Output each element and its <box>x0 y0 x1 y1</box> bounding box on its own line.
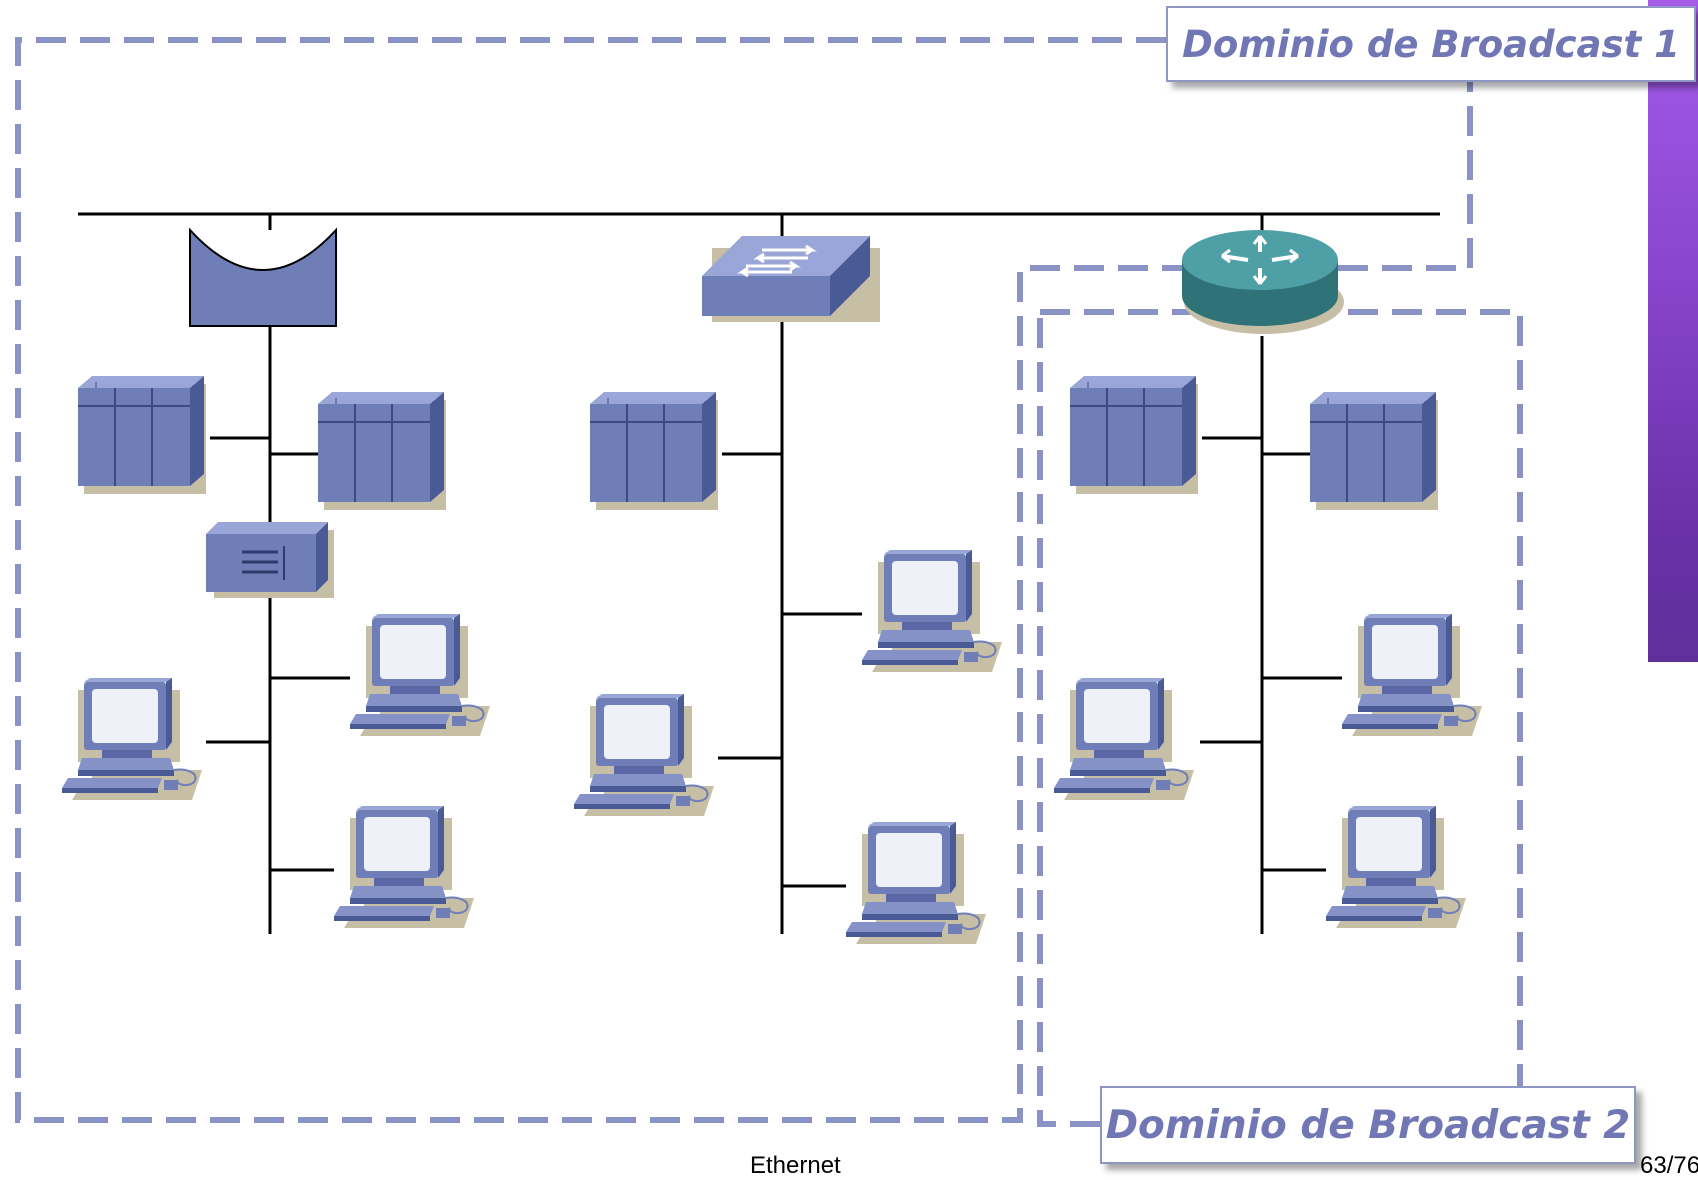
footer-title: Ethernet <box>750 1152 841 1179</box>
server-icon <box>589 391 719 511</box>
server-icon <box>1069 375 1199 495</box>
router-icon <box>1182 230 1344 334</box>
workstation-icon <box>1053 677 1195 801</box>
workstation-icon <box>845 821 987 945</box>
broadcast-domain-2-label: Dominio de Broadcast 2 <box>1100 1086 1636 1164</box>
workstation-icon <box>861 549 1003 673</box>
workstation-icon <box>333 805 475 929</box>
workstation-icon <box>349 613 491 737</box>
workstation-icon <box>61 677 203 801</box>
server-icon <box>317 391 447 511</box>
page-number: 63/76 <box>1640 1152 1698 1179</box>
middle-segment-cabling <box>718 214 862 934</box>
switch-icon <box>702 236 880 322</box>
workstation-icon <box>1341 613 1483 737</box>
hub-icon <box>206 522 334 598</box>
workstation-icon <box>573 693 715 817</box>
broadcast-domain-1-label: Dominio de Broadcast 1 <box>1166 6 1696 82</box>
server-icon <box>1309 391 1439 511</box>
broadcast-domain-1-boundary <box>15 37 1473 1123</box>
left-segment-cabling <box>206 214 350 934</box>
accent-bar <box>1648 0 1698 662</box>
workstation-icon <box>1325 805 1467 929</box>
server-icon <box>77 375 207 495</box>
right-segment-cabling <box>1200 214 1342 934</box>
bridge-icon <box>189 227 337 327</box>
